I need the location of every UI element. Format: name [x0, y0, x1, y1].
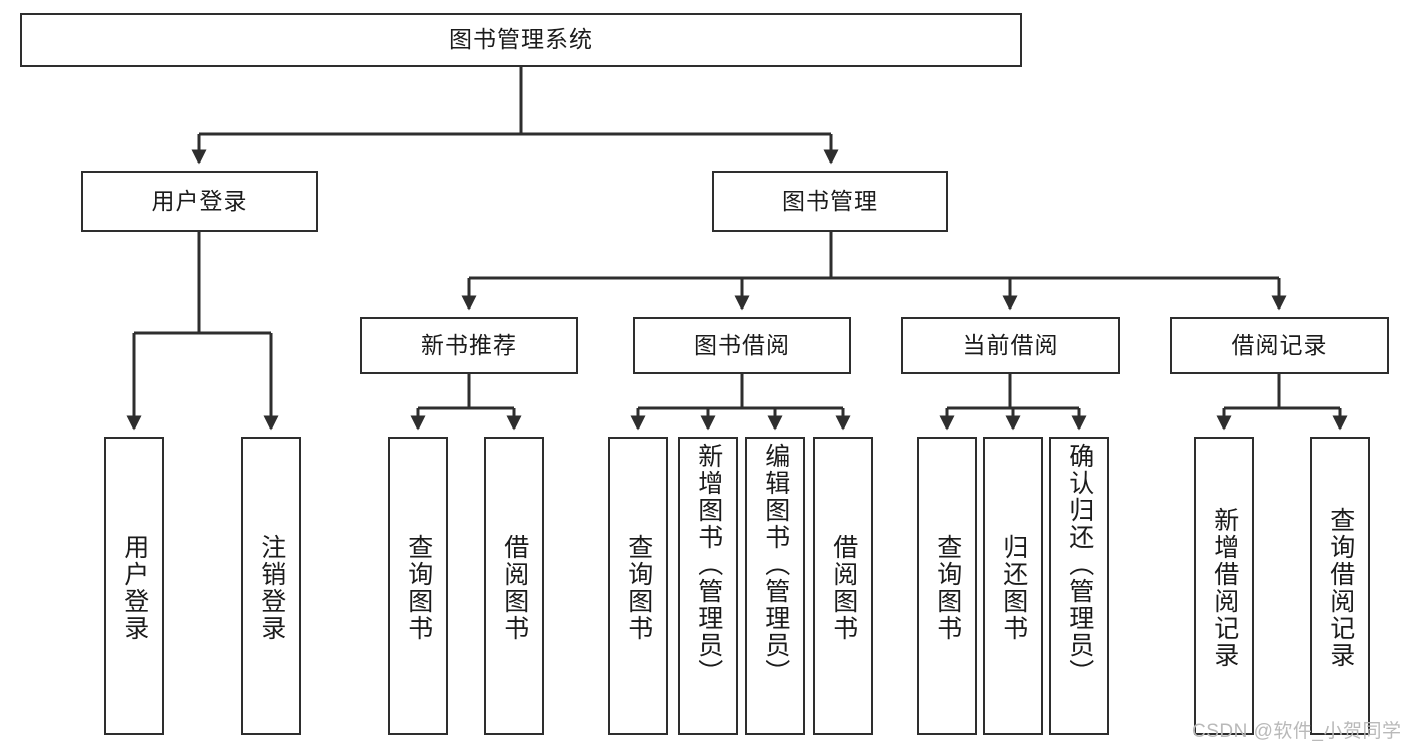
node-label: 新增借阅记录 — [1210, 507, 1239, 669]
node-leaf-query-book[interactable]: 查询图书 — [608, 437, 668, 735]
node-label: 查询图书 — [404, 534, 433, 642]
node-leaf-query-book-cur[interactable]: 查询图书 — [917, 437, 977, 735]
node-leaf-add-record[interactable]: 新增借阅记录 — [1194, 437, 1254, 735]
node-label: 图书管理系统 — [449, 26, 593, 53]
node-book-manage[interactable]: 图书管理 — [712, 171, 948, 232]
node-label: 归还图书 — [999, 534, 1028, 642]
watermark-text: CSDN @软件_小贺同学 — [1192, 721, 1402, 742]
node-leaf-user-logout[interactable]: 注销登录 — [241, 437, 301, 735]
node-leaf-query-book-rec[interactable]: 查询图书 — [388, 437, 448, 735]
node-label: 查询图书 — [933, 534, 962, 642]
node-user-login[interactable]: 用户登录 — [81, 171, 318, 232]
node-label: 借阅记录 — [1231, 331, 1328, 358]
node-root[interactable]: 图书管理系统 — [20, 13, 1022, 67]
node-leaf-edit-book[interactable]: 编辑图书（管理员） — [745, 437, 805, 735]
node-current-borrow[interactable]: 当前借阅 — [901, 317, 1120, 374]
node-leaf-query-record[interactable]: 查询借阅记录 — [1310, 437, 1370, 735]
node-leaf-borrow-book-rec[interactable]: 借阅图书 — [484, 437, 544, 735]
node-label: 图书管理 — [782, 187, 878, 214]
node-leaf-add-book[interactable]: 新增图书（管理员） — [678, 437, 738, 735]
node-label: 编辑图书（管理员） — [761, 443, 790, 686]
node-leaf-confirm-return[interactable]: 确认归还（管理员） — [1049, 437, 1109, 735]
node-new-book-recommend[interactable]: 新书推荐 — [360, 317, 578, 374]
node-label: 确认归还（管理员） — [1065, 443, 1094, 686]
node-label: 新增图书（管理员） — [694, 443, 723, 686]
node-label: 借阅图书 — [500, 534, 529, 642]
node-book-borrow[interactable]: 图书借阅 — [633, 317, 851, 374]
node-label: 新书推荐 — [421, 331, 517, 358]
node-label: 查询图书 — [624, 534, 653, 642]
node-label: 当前借阅 — [962, 331, 1059, 358]
node-borrow-record[interactable]: 借阅记录 — [1170, 317, 1389, 374]
node-leaf-borrow-book[interactable]: 借阅图书 — [813, 437, 873, 735]
node-leaf-return-book[interactable]: 归还图书 — [983, 437, 1043, 735]
node-label: 注销登录 — [257, 534, 286, 642]
node-leaf-user-login[interactable]: 用户登录 — [104, 437, 164, 735]
node-label: 查询借阅记录 — [1326, 507, 1355, 669]
node-label: 用户登录 — [120, 534, 149, 642]
node-label: 用户登录 — [151, 187, 248, 214]
node-label: 图书借阅 — [694, 331, 790, 358]
node-label: 借阅图书 — [829, 534, 858, 642]
